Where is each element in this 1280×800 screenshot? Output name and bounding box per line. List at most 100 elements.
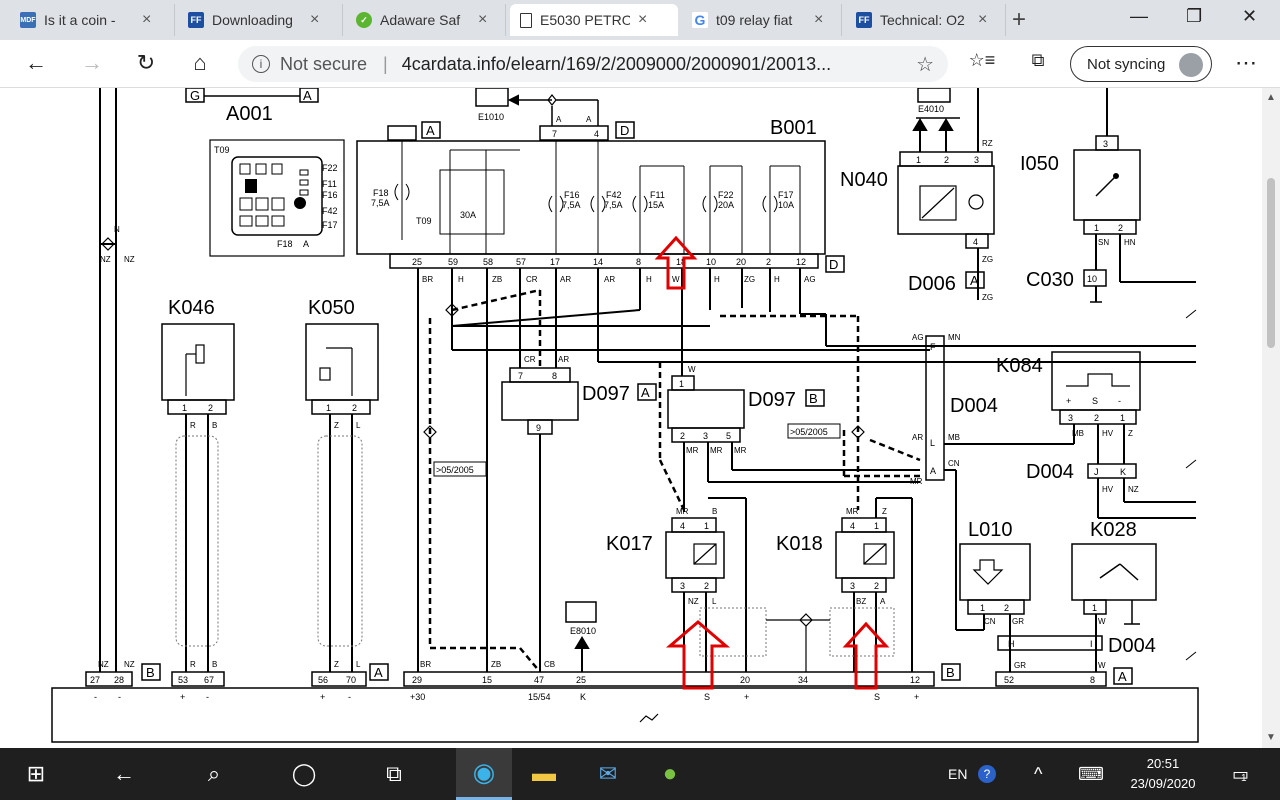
tab-adaware[interactable]: ✓ Adaware Saf × — [346, 4, 506, 36]
svg-text:2: 2 — [766, 257, 771, 267]
tab-downloading[interactable]: FF Downloading × — [178, 4, 343, 36]
more-menu-icon[interactable]: ⋯ — [1235, 50, 1257, 75]
k046-component — [161, 323, 235, 401]
svg-text:4: 4 — [850, 521, 855, 531]
tab-e5030-petrol[interactable]: E5030 PETRO × — [510, 4, 678, 36]
svg-text:+: + — [914, 692, 919, 702]
close-tab-icon[interactable]: × — [978, 11, 988, 28]
svg-text:J: J — [1094, 467, 1099, 477]
n040-component — [897, 165, 995, 235]
tab-technical-o2[interactable]: FF Technical: O2 × — [846, 4, 1006, 36]
close-tab-icon[interactable]: × — [142, 11, 152, 28]
svg-text:56: 56 — [318, 675, 328, 685]
tab-t09-relay[interactable]: G t09 relay fiat × — [682, 4, 842, 36]
help-icon[interactable]: ? — [978, 748, 996, 800]
collections-icon[interactable]: ⧉ — [1031, 50, 1045, 70]
cortana-icon[interactable]: ◯ — [291, 761, 317, 786]
svg-text:2: 2 — [208, 403, 213, 413]
sync-button[interactable]: Not syncing — [1070, 46, 1212, 82]
svg-text:ZB: ZB — [491, 660, 501, 669]
security-indicator[interactable]: i Not secure — [252, 54, 367, 75]
svg-text:AR: AR — [558, 355, 569, 364]
label-c030: C030 — [1026, 269, 1074, 291]
minimize-button[interactable]: — — [1130, 6, 1148, 26]
refresh-button[interactable]: ↻ — [136, 50, 156, 75]
file-explorer-icon[interactable]: ▬ — [532, 760, 556, 787]
svg-text:F16: F16 — [322, 190, 338, 200]
scrollbar-thumb[interactable] — [1267, 178, 1275, 348]
svg-text:MR: MR — [710, 446, 723, 455]
show-hidden-icons-icon[interactable]: ^ — [1034, 763, 1043, 784]
svg-text:A: A — [880, 597, 886, 606]
back-arrow-icon[interactable]: ← — [113, 761, 135, 786]
security-label: Not secure — [280, 53, 368, 74]
svg-text:S: S — [704, 692, 710, 702]
search-icon[interactable]: ⌕ — [207, 761, 221, 786]
svg-text:10: 10 — [1087, 274, 1097, 284]
notifications-icon[interactable]: ▭1 — [1232, 763, 1250, 784]
svg-text:RZ: RZ — [982, 139, 993, 148]
svg-text:CB: CB — [544, 660, 555, 669]
favorites-icon[interactable]: ☆≡ — [968, 50, 996, 70]
svg-text:L: L — [356, 421, 361, 430]
close-tab-icon[interactable]: × — [478, 11, 488, 28]
label-d006: D006 — [908, 273, 956, 295]
e8010-component — [565, 601, 597, 623]
svg-text:59: 59 — [448, 257, 458, 267]
close-tab-icon[interactable]: × — [638, 11, 648, 28]
start-windows-icon[interactable]: ⊞ — [26, 761, 46, 786]
address-bar[interactable]: i Not secure | 4cardata.info/elearn/169/… — [238, 46, 948, 82]
svg-text:A: A — [303, 239, 309, 249]
svg-text:MR: MR — [686, 446, 699, 455]
svg-text:BR: BR — [420, 660, 431, 669]
svg-text:F: F — [930, 342, 936, 352]
svg-text:R: R — [190, 660, 196, 669]
edge-browser-icon[interactable]: ◉ — [456, 748, 512, 800]
tab-is-it-a-coin[interactable]: MDF Is it a coin - × — [10, 4, 175, 36]
svg-text:E1010: E1010 — [478, 112, 504, 122]
svg-text:BR: BR — [422, 275, 433, 284]
maximize-button[interactable]: ❐ — [1186, 6, 1203, 26]
mail-icon[interactable]: ✉ — [598, 761, 618, 786]
svg-text:NZ: NZ — [124, 255, 135, 264]
home-button[interactable]: ⌂ — [193, 50, 207, 75]
svg-text:E4010: E4010 — [918, 104, 944, 114]
back-button[interactable]: ← — [25, 50, 47, 75]
svg-text:MB: MB — [948, 433, 960, 442]
svg-text:H: H — [646, 275, 652, 284]
svg-text:7: 7 — [518, 371, 523, 381]
svg-text:3: 3 — [703, 431, 708, 441]
svg-text:A: A — [930, 466, 936, 476]
keyboard-icon[interactable]: ⌨ — [1078, 763, 1104, 784]
svg-text:3: 3 — [1103, 139, 1108, 149]
task-view-icon[interactable]: ⧉ — [386, 761, 402, 786]
svg-text:7,5A: 7,5A — [604, 200, 623, 210]
url-text[interactable]: 4cardata.info/elearn/169/2/2009000/20009… — [401, 53, 832, 74]
svg-text:2: 2 — [680, 431, 685, 441]
scroll-down-icon[interactable]: ▼ — [1266, 732, 1276, 743]
svg-text:Z: Z — [882, 507, 887, 516]
new-tab-button[interactable]: + — [1012, 6, 1027, 33]
svg-text:20: 20 — [740, 675, 750, 685]
close-window-button[interactable]: ✕ — [1242, 6, 1258, 26]
svg-text:1: 1 — [1092, 603, 1097, 613]
svg-text:F17: F17 — [322, 220, 338, 230]
l010-component — [959, 543, 1031, 601]
label-k084: K084 — [996, 355, 1043, 377]
svg-text:W: W — [672, 275, 680, 284]
tab-label: Technical: O2 — [880, 12, 965, 28]
svg-text:GR: GR — [1012, 617, 1024, 626]
favorite-star-icon[interactable]: ☆ — [916, 53, 934, 76]
scroll-up-icon[interactable]: ▲ — [1266, 92, 1276, 103]
label-a001: A001 — [226, 103, 273, 125]
svg-text:25: 25 — [412, 257, 422, 267]
forward-button[interactable]: → — [81, 50, 103, 75]
close-tab-icon[interactable]: × — [814, 11, 824, 28]
language-indicator[interactable]: EN — [948, 766, 968, 782]
utorrent-icon[interactable]: ● — [662, 760, 678, 787]
vertical-scrollbar[interactable]: ▲ ▼ — [1262, 88, 1280, 748]
b001-pin-strip — [389, 253, 819, 269]
svg-text:B: B — [712, 507, 717, 516]
close-tab-icon[interactable]: × — [310, 11, 320, 28]
clock[interactable]: 20:51 23/09/2020 — [1118, 754, 1208, 794]
